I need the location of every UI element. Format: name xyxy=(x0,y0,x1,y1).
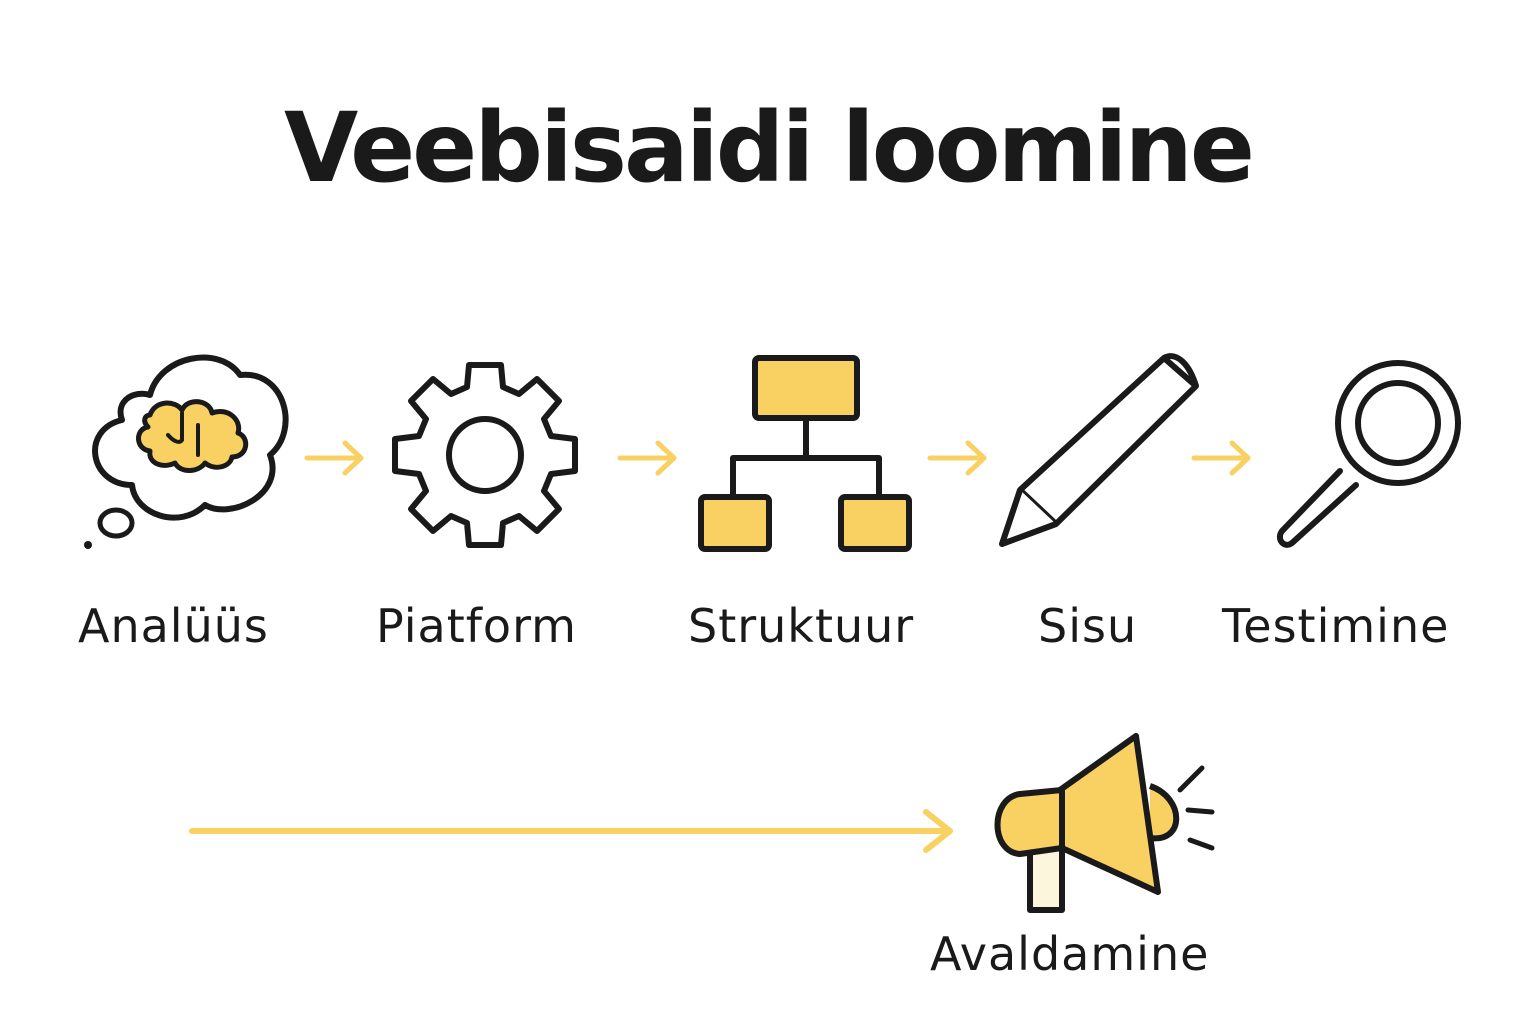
megaphone-icon xyxy=(990,728,1220,913)
magnifying-glass-icon xyxy=(1268,355,1468,555)
step-label-testimine: Testimine xyxy=(1222,599,1450,653)
step-label-piatform: Piatform xyxy=(376,599,577,653)
step-label-analuus: Analüüs xyxy=(78,599,269,653)
arrow-right-icon xyxy=(304,438,365,478)
long-arrow-right-icon xyxy=(188,808,958,854)
sitemap-hierarchy-icon xyxy=(695,352,915,557)
thought-bubble-brain-icon xyxy=(80,345,295,555)
step-label-avaldamine: Avaldamine xyxy=(930,927,1210,981)
arrow-right-icon xyxy=(617,438,678,478)
gear-icon xyxy=(390,360,580,550)
pencil-icon xyxy=(998,352,1203,552)
step-label-sisu: Sisu xyxy=(1038,599,1138,653)
page-title: Veebisaidi loomine xyxy=(284,92,1255,204)
arrow-right-icon xyxy=(1191,438,1252,478)
arrow-right-icon xyxy=(927,438,988,478)
step-label-struktuur: Struktuur xyxy=(688,599,915,653)
